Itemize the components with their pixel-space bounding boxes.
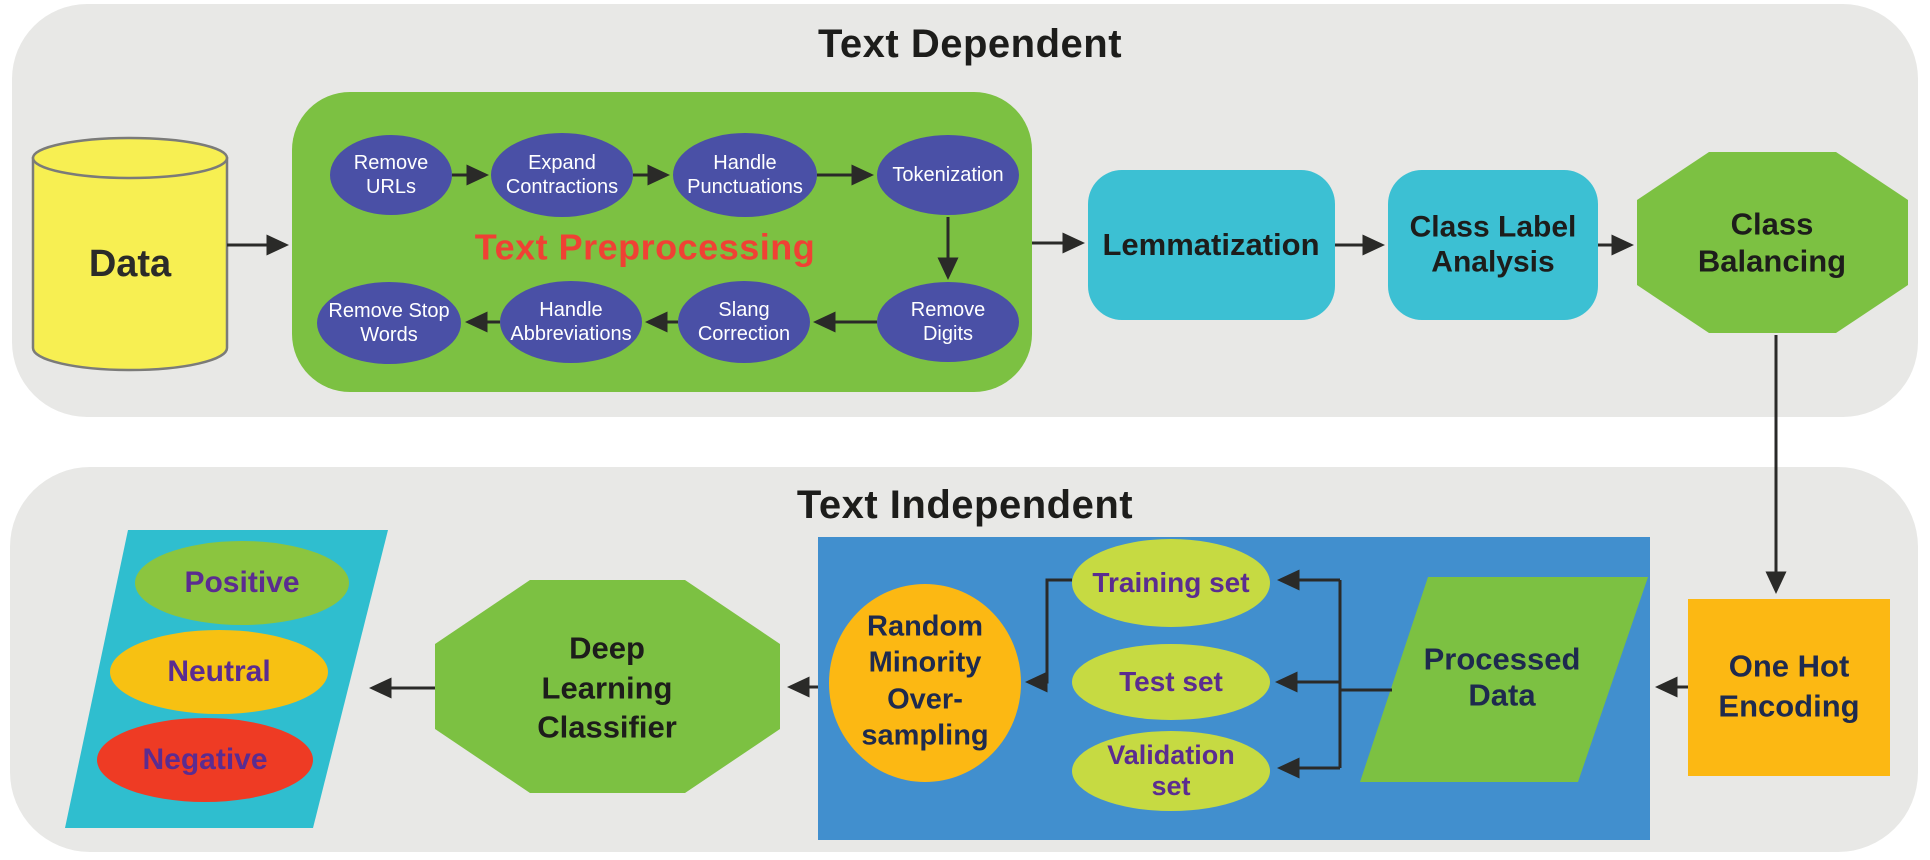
neutral-ellipse: [110, 630, 328, 714]
data-cylinder-body: [31, 156, 229, 372]
step-ellipse-handle-punctuations: [673, 133, 817, 217]
arrow-training-to-oversampling: [1025, 578, 1072, 693]
training-set-ellipse: [1072, 539, 1270, 627]
step-ellipse-handle-abbreviations: [500, 281, 642, 363]
step-ellipse-slang-correction: [678, 281, 810, 363]
processed-data-parallelogram: [1360, 577, 1648, 782]
deep-learning-octagon: [435, 580, 780, 793]
validation-set-ellipse: [1072, 731, 1270, 811]
step-ellipse-expand-contractions: [491, 133, 633, 217]
step-ellipse-remove-stop-words: [317, 282, 461, 364]
positive-ellipse: [135, 541, 349, 625]
step-ellipse-tokenization: [877, 135, 1019, 215]
test-set-ellipse: [1072, 644, 1270, 720]
lemmatization-box: [1088, 170, 1335, 320]
data-cylinder-top: [31, 136, 229, 180]
step-ellipse-remove-digits: [877, 282, 1019, 362]
flow-arrows: [227, 164, 1787, 779]
class-label-analysis-box: [1388, 170, 1598, 320]
negative-ellipse: [97, 718, 313, 802]
one-hot-encoding-box: [1688, 599, 1890, 776]
oversampling-circle: [829, 584, 1021, 782]
class-balancing-octagon: [1637, 152, 1908, 333]
step-ellipse-remove-urls: [330, 135, 452, 215]
